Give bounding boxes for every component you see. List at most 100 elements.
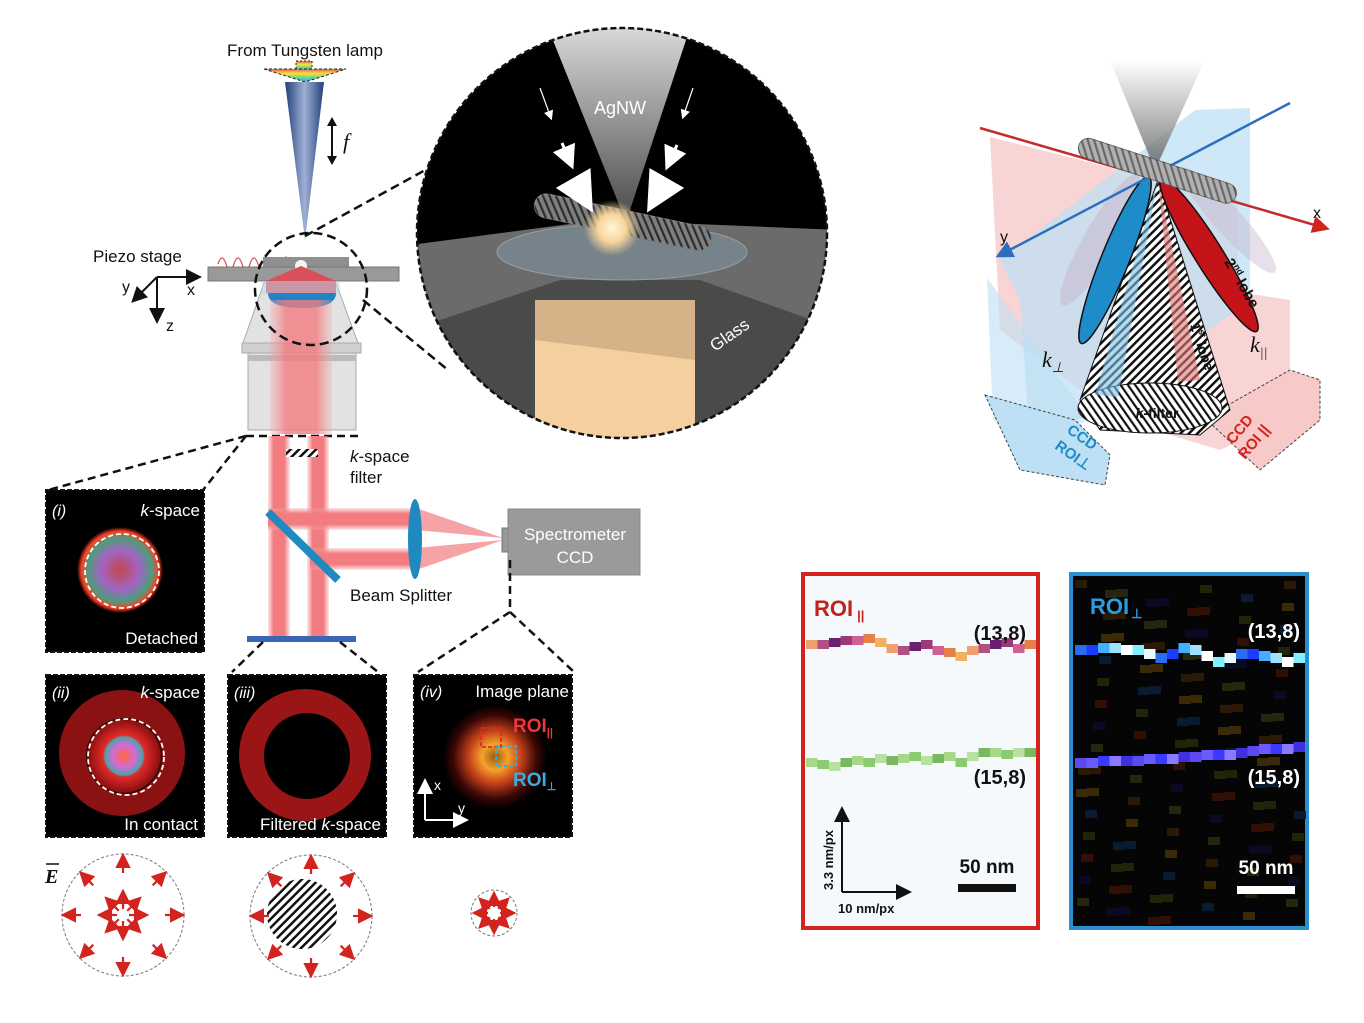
field-arrow: [478, 912, 495, 929]
map-pixel: [829, 762, 841, 771]
axis-x-label: x: [434, 777, 441, 793]
map-pixel: [1190, 645, 1202, 655]
noise-pixel: [1222, 683, 1234, 691]
map-pixel: [1224, 653, 1236, 663]
noise-pixel: [1270, 735, 1282, 743]
panel-title: Image plane: [475, 682, 569, 701]
map-pixel: [1190, 752, 1202, 762]
map-pixel: [909, 752, 921, 761]
focus-label: f: [343, 129, 352, 154]
camera-plane: [247, 636, 356, 642]
map-pixel: [1086, 645, 1098, 655]
map-pixel: [1121, 756, 1133, 766]
noise-pixel: [1151, 664, 1163, 672]
noise-pixel: [1224, 661, 1236, 669]
map-pixel: [1086, 758, 1098, 768]
field-arrow: [78, 870, 96, 888]
map-pixel: [1270, 653, 1282, 663]
noise-pixel: [1187, 608, 1199, 616]
roi-par-map: ROI|| (13,8) (15,8) 3.3 nm/px 10 nm/px 5…: [801, 572, 1040, 930]
panel-index: (ii): [52, 685, 70, 702]
noise-pixel: [1095, 700, 1107, 708]
map-pixel: [1024, 640, 1036, 649]
noise-pixel: [1206, 859, 1218, 867]
noise-pixel: [1144, 621, 1156, 629]
field-arrow: [338, 871, 356, 889]
noise-pixel: [1231, 704, 1243, 712]
beam-lower-horizontal: [310, 548, 416, 570]
map-pixel: [1155, 754, 1167, 764]
map-pixel: [1236, 649, 1248, 659]
noise-pixel: [1233, 682, 1245, 690]
beam-splitter-label: Beam Splitter: [350, 586, 452, 605]
noise-pixel: [1140, 665, 1152, 673]
y-scale-label: 3.3 nm/px: [821, 829, 836, 890]
axis-y-label: y: [458, 800, 465, 816]
map-pixel: [898, 646, 910, 655]
noise-pixel: [1097, 678, 1109, 686]
noise-pixel: [1198, 607, 1210, 615]
map-pixel: [1075, 645, 1087, 655]
noise-pixel: [1202, 903, 1214, 911]
field-arrow: [266, 943, 284, 961]
noise-pixel: [1167, 828, 1179, 836]
noise-pixel: [1274, 691, 1286, 699]
map-pixel: [806, 758, 818, 767]
map-pixel: [1121, 645, 1133, 655]
noise-pixel: [1288, 877, 1300, 885]
noise-pixel: [1200, 585, 1212, 593]
map-pixel: [863, 634, 875, 643]
noise-pixel: [1210, 815, 1222, 823]
k-par-label: k||: [1250, 332, 1267, 361]
field-arrow: [150, 942, 168, 960]
noise-pixel: [1105, 590, 1117, 598]
beam-upper-horizontal: [268, 508, 416, 530]
map-pixel: [967, 752, 979, 761]
map-pixel: [1247, 649, 1259, 659]
kspace-filter-block: [286, 449, 318, 457]
field-arrow: [150, 870, 168, 888]
lobe-first-label: 1st lobe: [1187, 321, 1218, 373]
map-pixel: [806, 640, 818, 649]
map-pixel: [1201, 651, 1213, 661]
noise-pixel: [1128, 797, 1140, 805]
map-pixel: [990, 748, 1002, 757]
map-pixel: [1024, 748, 1036, 757]
noise-pixel: [1204, 881, 1216, 889]
map-pixel: [1282, 744, 1294, 754]
noise-pixel: [1253, 802, 1265, 810]
map-pixel: [817, 640, 829, 649]
spectrometer-label-line2: CCD: [557, 548, 594, 567]
map-pixel: [1075, 758, 1087, 768]
map-pixel: [967, 646, 979, 655]
noise-pixel: [1171, 784, 1183, 792]
map-pixel: [1178, 643, 1190, 653]
noise-pixel: [1284, 581, 1296, 589]
axis-y-label: y: [122, 279, 130, 296]
map-pixel: [1247, 746, 1259, 756]
noise-pixel: [1116, 589, 1128, 597]
beam-splitter: [265, 509, 341, 583]
map-pixel: [875, 638, 887, 647]
noise-pixel: [1196, 629, 1208, 637]
beam-right: [307, 436, 329, 636]
mode-top-label: (13,8): [974, 623, 1026, 645]
panel-title: k-space: [140, 501, 200, 520]
focus-arrow-icon: [327, 117, 337, 165]
noise-pixel: [1091, 744, 1103, 752]
map-pixel: [1132, 645, 1144, 655]
noise-pixel: [1177, 718, 1189, 726]
noise-pixel: [1134, 731, 1146, 739]
radial-arrows-detached: [60, 852, 186, 978]
field-arrow: [104, 917, 121, 934]
noise-pixel: [1109, 886, 1121, 894]
noise-pixel: [1157, 598, 1169, 606]
map-pixel: [1144, 649, 1156, 659]
noise-pixel: [1173, 762, 1185, 770]
noise-pixel: [1161, 894, 1173, 902]
roi-perp-title: ROI⊥: [1090, 594, 1142, 621]
noise-pixel: [1150, 895, 1162, 903]
noise-pixel: [1229, 726, 1241, 734]
noise-pixel: [1294, 811, 1306, 819]
panel-i: (i) k-space Detached: [45, 489, 205, 653]
